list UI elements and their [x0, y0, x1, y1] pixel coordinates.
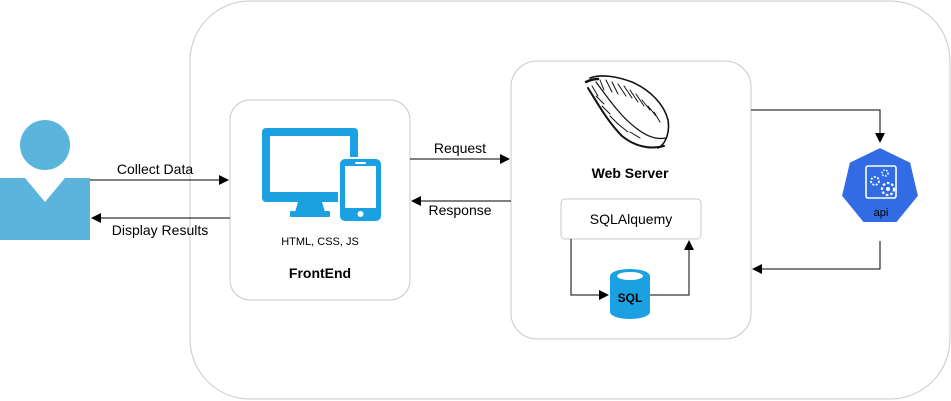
orm-box	[560, 198, 702, 240]
flask-logo-icon	[584, 75, 670, 149]
request-label: Request	[434, 140, 486, 156]
response-label: Response	[428, 202, 491, 218]
server-to-api-arrow	[751, 109, 885, 143]
display-results-label: Display Results	[112, 222, 208, 238]
db-label: SQL	[618, 291, 643, 305]
api-label: api	[874, 207, 889, 219]
api-icon	[840, 146, 920, 224]
devices-icon	[262, 128, 383, 223]
webserver-title: Web Server	[592, 165, 669, 181]
orm-to-db-connector	[570, 239, 609, 300]
orm-label: SQLAlquemy	[590, 211, 672, 227]
frontend-title: FrontEnd	[289, 265, 351, 281]
api-to-server-arrow	[752, 241, 881, 274]
frontend-tech-label: HTML, CSS, JS	[281, 236, 359, 248]
db-to-orm-connector	[650, 240, 694, 296]
collect-data-label: Collect Data	[117, 161, 193, 177]
sql-database-icon	[610, 269, 650, 319]
user-icon	[0, 120, 90, 240]
